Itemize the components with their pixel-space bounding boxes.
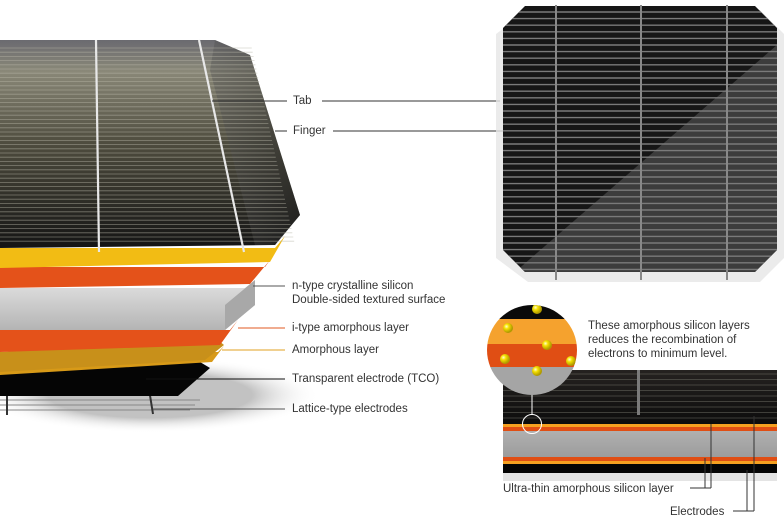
label-i-type-layer: i-type amorphous layer bbox=[292, 322, 409, 334]
label-tco: Transparent electrode (TCO) bbox=[292, 373, 440, 385]
tab-line-1 bbox=[94, 39, 101, 253]
cell-reflection bbox=[515, 45, 777, 272]
tab-line-2 bbox=[197, 39, 246, 253]
label-tab: Tab bbox=[293, 95, 312, 107]
label-n-type-silicon: n-type crystalline silicon bbox=[292, 280, 414, 292]
recombination-note: These amorphous silicon layers reduces t… bbox=[588, 319, 778, 361]
label-finger: Finger bbox=[293, 125, 326, 137]
amorphous-layer-top bbox=[0, 236, 285, 268]
lattice-electrodes bbox=[0, 399, 200, 411]
i-type-layer-top bbox=[0, 260, 270, 288]
label-ultra-thin-layer: Ultra-thin amorphous silicon layer bbox=[503, 483, 674, 495]
note-line-2: reduces the recombination of bbox=[588, 334, 737, 346]
layer-stack bbox=[0, 39, 320, 433]
note-line-1: These amorphous silicon layers bbox=[588, 320, 750, 332]
leader-lines-left bbox=[146, 100, 505, 410]
note-line-3: electrons to minimum level. bbox=[588, 348, 728, 360]
label-lattice-electrodes: Lattice-type electrodes bbox=[292, 403, 408, 415]
i-type-layer-bottom bbox=[0, 320, 238, 352]
cross-section bbox=[487, 305, 777, 512]
cell-front-view bbox=[496, 5, 784, 282]
label-textured-surface: Double-sided textured surface bbox=[292, 294, 446, 306]
n-type-silicon-layer bbox=[0, 280, 255, 330]
label-electrodes: Electrodes bbox=[670, 506, 725, 518]
label-amorphous-layer: Amorphous layer bbox=[292, 344, 379, 356]
finger-lines bbox=[0, 47, 295, 242]
